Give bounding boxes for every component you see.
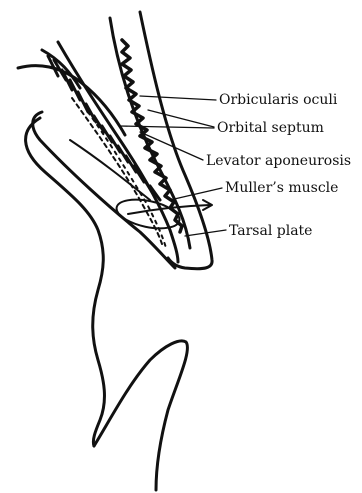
label-levator-aponeurosis: Levator aponeurosis — [206, 153, 351, 169]
label-orbital-septum: Orbital septum — [217, 120, 324, 136]
leader-orbicularis — [140, 96, 216, 100]
label-orbicularis-oculi: Orbicularis oculi — [219, 92, 337, 108]
label-tarsal-plate: Tarsal plate — [229, 223, 312, 239]
leader-septum-1 — [148, 110, 214, 127]
lower-lid-contour — [94, 341, 187, 490]
label-mullers-muscle: Muller’s muscle — [225, 180, 338, 196]
